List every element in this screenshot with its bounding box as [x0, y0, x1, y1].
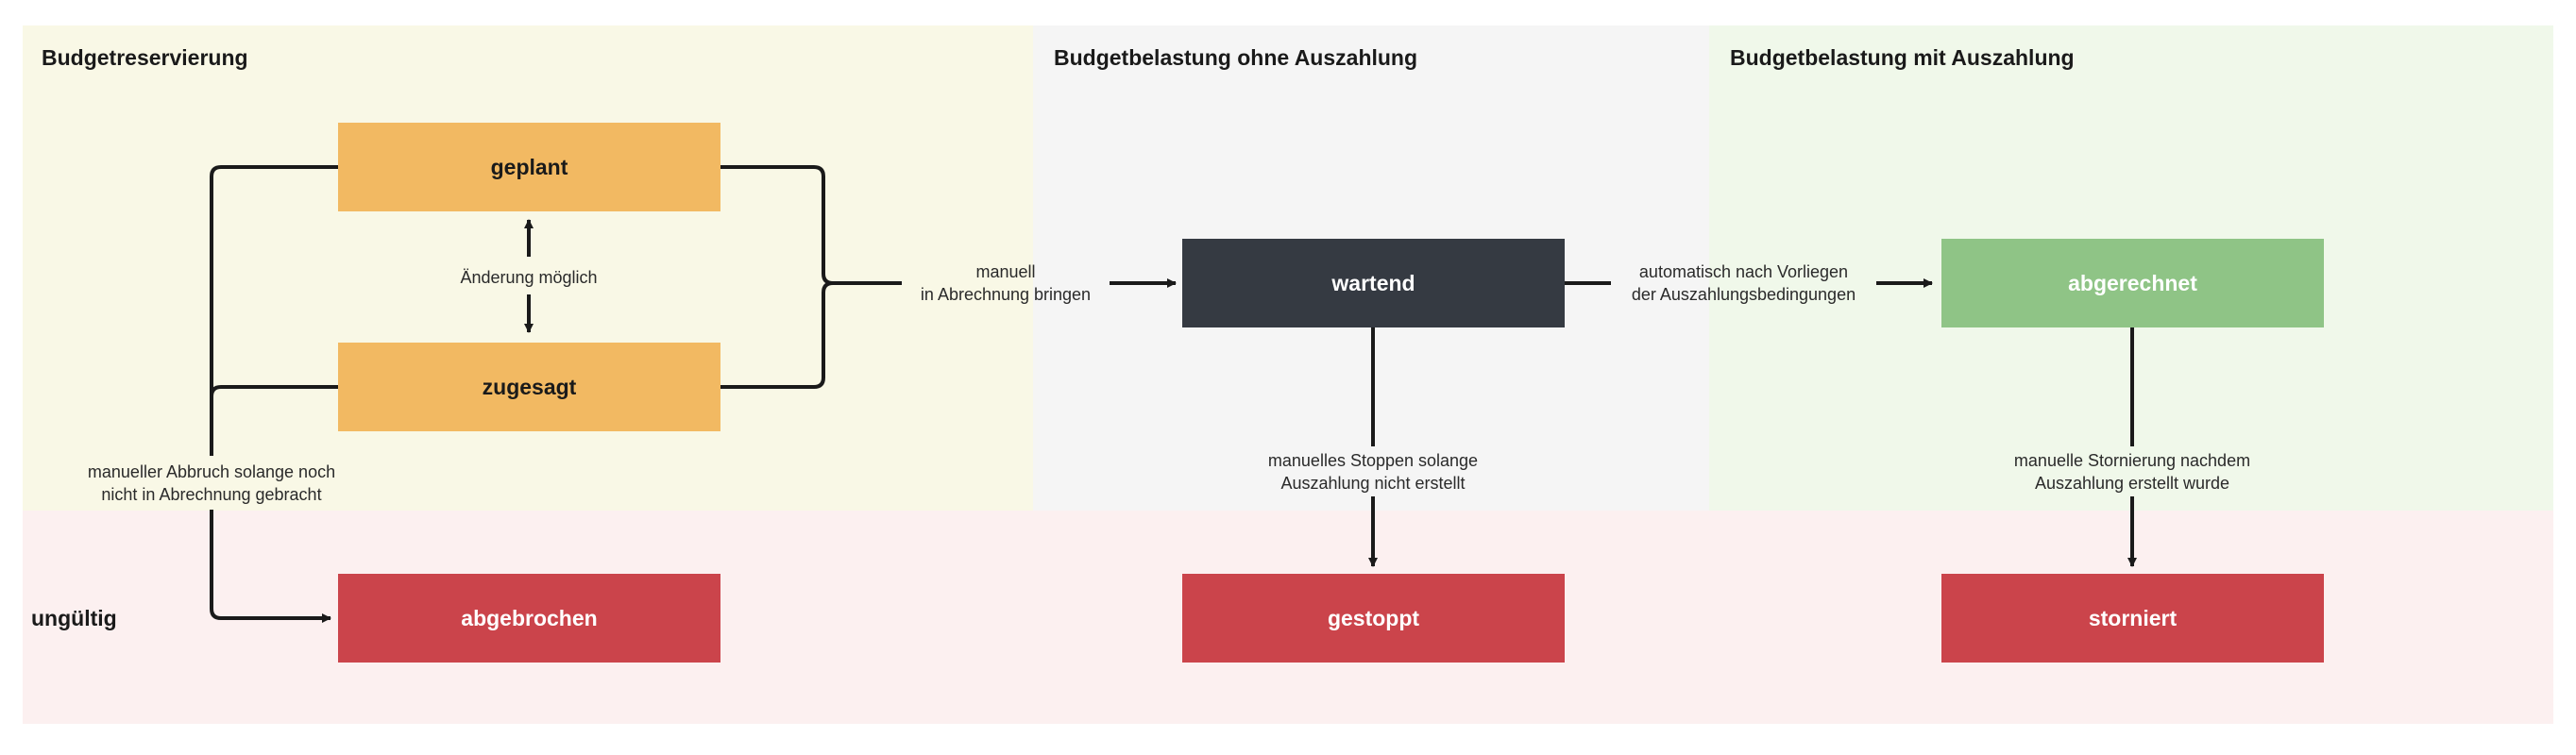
edge-geplant-to-merge	[720, 165, 902, 285]
edge-label-manuell-line2: in Abrechnung bringen	[920, 285, 1092, 304]
edge-label-automatisch: automatisch nach Vorliegen der Auszahlun…	[1611, 260, 1876, 306]
edge-label-storno-line2: Auszahlung erstellt wurde	[2034, 474, 2230, 493]
edge-label-aenderung: Änderung möglich	[434, 266, 623, 289]
edge-geplant-abbruch	[210, 165, 338, 456]
edge-label-manuell: manuell in Abrechnung bringen	[902, 260, 1110, 306]
node-zugesagt-label: zugesagt	[482, 374, 577, 399]
region-title-ungueltig: ungültig	[31, 606, 117, 630]
edge-label-abbruch: manueller Abbruch solange noch nicht in …	[60, 461, 363, 506]
edge-label-abbruch-line2: nicht in Abrechnung gebracht	[101, 485, 322, 504]
node-gestoppt-label: gestoppt	[1327, 605, 1420, 630]
edge-label-storno: manuelle Stornierung nachdem Auszahlung …	[1991, 449, 2274, 495]
node-abgerechnet-label: abgerechnet	[2068, 270, 2197, 295]
edge-label-manuell-line1: manuell	[975, 262, 1036, 281]
edge-zugesagt-to-merge	[720, 281, 834, 389]
node-geplant: geplant	[338, 123, 720, 211]
edge-abbruch-to-abgebrochen	[210, 510, 331, 623]
region-title-budgetreservierung: Budgetreservierung	[42, 45, 248, 70]
node-gestoppt: gestoppt	[1182, 574, 1565, 663]
edge-label-abbruch-line1: manueller Abbruch solange noch	[87, 462, 336, 481]
node-abgebrochen-label: abgebrochen	[461, 605, 598, 630]
edge-label-storno-line1: manuelle Stornierung nachdem	[2013, 451, 2251, 470]
node-wartend-label: wartend	[1331, 270, 1415, 295]
node-geplant-label: geplant	[490, 154, 568, 179]
edge-label-aenderung-text: Änderung möglich	[460, 268, 598, 287]
region-title-mit-auszahlung: Budgetbelastung mit Auszahlung	[1730, 45, 2075, 70]
region-title-ohne-auszahlung: Budgetbelastung ohne Auszahlung	[1054, 45, 1418, 70]
node-storniert-label: storniert	[2088, 605, 2178, 630]
node-wartend: wartend	[1182, 239, 1565, 327]
node-abgebrochen: abgebrochen	[338, 574, 720, 663]
node-storniert: storniert	[1941, 574, 2324, 663]
edge-zugesagt-abbruch	[210, 385, 338, 397]
edge-label-stoppen-line1: manuelles Stoppen solange	[1267, 451, 1479, 470]
node-abgerechnet: abgerechnet	[1941, 239, 2324, 327]
node-zugesagt: zugesagt	[338, 343, 720, 431]
edge-label-automatisch-line2: der Auszahlungsbedingungen	[1631, 285, 1856, 304]
edge-label-automatisch-line1: automatisch nach Vorliegen	[1638, 262, 1849, 281]
edge-label-stoppen-line2: Auszahlung nicht erstellt	[1280, 474, 1466, 493]
edge-label-stoppen: manuelles Stoppen solange Auszahlung nic…	[1231, 449, 1515, 495]
